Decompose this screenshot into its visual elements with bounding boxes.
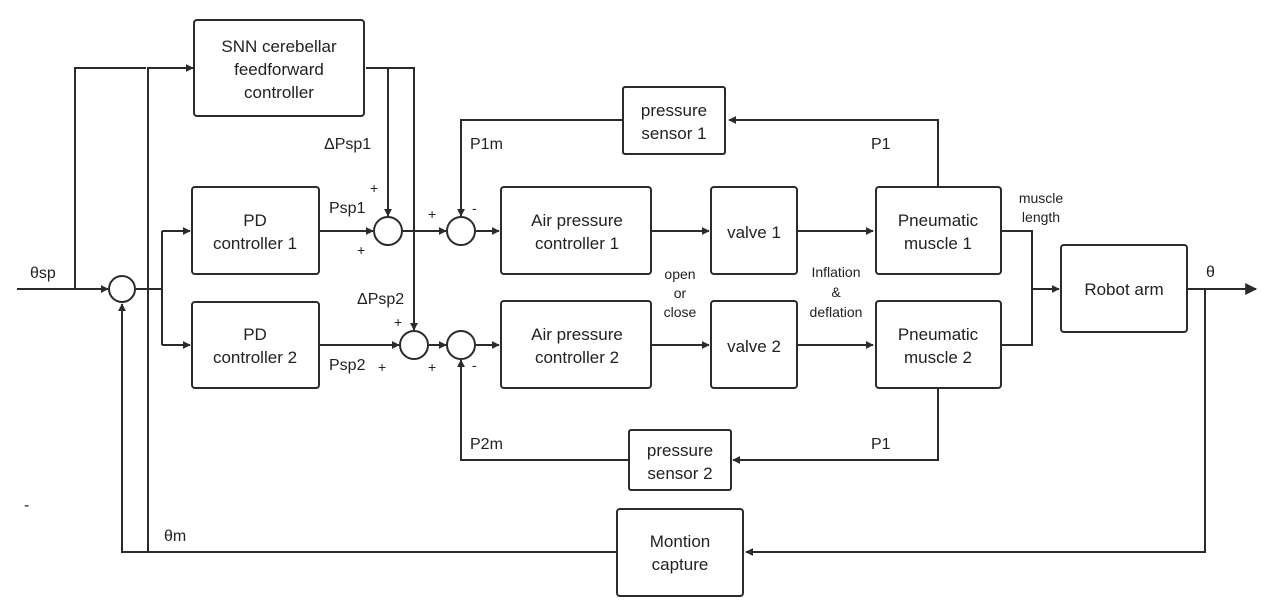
pneumatic-muscle-1-block: Pneumatic muscle 1 [875, 186, 1002, 275]
snn-controller-block: SNN cerebellar feedforward controller [193, 19, 365, 117]
inflation-line-2: & [831, 284, 841, 300]
open-or-close-line-3: close [664, 304, 697, 320]
pd1-line-1: PD [243, 211, 267, 230]
ps2-line-2: sensor 2 [647, 464, 712, 483]
open-or-close-line-1: open [664, 266, 695, 282]
snn-line-2: feedforward [234, 60, 324, 79]
valve-1-block: valve 1 [710, 186, 798, 275]
sign-s4-left: + [428, 359, 436, 375]
theta-m-label: θm [164, 528, 186, 545]
valve2-label: valve 2 [727, 337, 781, 356]
pressure-sensor-1-block: pressure sensor 1 [622, 86, 726, 155]
apc1-line-1: Air pressure [531, 211, 623, 230]
mc-line-1: Montion [650, 532, 710, 551]
pm2-line-2: muscle 2 [904, 348, 972, 367]
summing-junction-1 [373, 216, 403, 246]
valve-2-block: valve 2 [710, 300, 798, 389]
theta-sp-label: θsp [30, 265, 56, 282]
psp2-label: Psp2 [329, 357, 366, 374]
summing-junction-4 [446, 330, 476, 360]
sign-s2-right: - [472, 200, 477, 216]
mc-line-2: capture [652, 555, 709, 574]
pm1-line-1: Pneumatic [898, 211, 979, 230]
muscle-length-line-2: length [1022, 209, 1060, 225]
stray-minus-sign: - [24, 497, 29, 514]
delta-psp2-label: ΔPsp2 [357, 291, 404, 308]
signal-wires [17, 64, 1258, 556]
valve1-label: valve 1 [727, 223, 781, 242]
pd2-line-1: PD [243, 325, 267, 344]
theta-label: θ [1206, 264, 1215, 281]
ps2-line-1: pressure [647, 441, 713, 460]
apc2-line-1: Air pressure [531, 325, 623, 344]
motion-capture-block: Montion capture [616, 508, 744, 597]
summing-junction-3 [399, 330, 429, 360]
open-or-close-line-2: or [674, 285, 687, 301]
psp1-label: Psp1 [329, 200, 366, 217]
main-summing-junction [108, 275, 136, 303]
p1-bottom-label: P1 [871, 436, 891, 453]
air-pressure-controller-2-block: Air pressure controller 2 [500, 300, 652, 389]
p1m-label: P1m [470, 136, 503, 153]
inflation-line-1: Inflation [811, 264, 860, 280]
snn-line-1: SNN cerebellar [221, 37, 337, 56]
apc2-line-2: controller 2 [535, 348, 619, 367]
sign-s2-left: + [428, 206, 436, 222]
ps1-line-1: pressure [641, 101, 707, 120]
pm1-line-2: muscle 1 [904, 234, 972, 253]
pd-controller-2-block: PD controller 2 [191, 301, 320, 389]
delta-psp1-label: ΔPsp1 [324, 136, 371, 153]
sign-s1-bottom: + [357, 242, 365, 258]
p2m-label: P2m [470, 436, 503, 453]
inflation-line-3: deflation [810, 304, 863, 320]
sign-s3-top: + [394, 314, 402, 330]
snn-line-3: controller [244, 83, 314, 102]
pd-controller-1-block: PD controller 1 [191, 186, 320, 275]
pd2-line-2: controller 2 [213, 348, 297, 367]
pm2-line-1: Pneumatic [898, 325, 979, 344]
robot-arm-block: Robot arm [1060, 244, 1188, 333]
apc1-line-2: controller 1 [535, 234, 619, 253]
ps1-line-2: sensor 1 [641, 124, 706, 143]
air-pressure-controller-1-block: Air pressure controller 1 [500, 186, 652, 275]
pressure-sensor-2-block: pressure sensor 2 [628, 429, 732, 491]
summing-junction-2 [446, 216, 476, 246]
pd1-line-2: controller 1 [213, 234, 297, 253]
sign-s1-top: + [370, 180, 378, 196]
p1-top-label: P1 [871, 136, 891, 153]
sign-s3-bottom: + [378, 359, 386, 375]
muscle-length-line-1: muscle [1019, 190, 1064, 206]
pneumatic-muscle-2-block: Pneumatic muscle 2 [875, 300, 1002, 389]
robot-arm-label: Robot arm [1084, 280, 1163, 299]
sign-s4-right: - [472, 357, 477, 373]
